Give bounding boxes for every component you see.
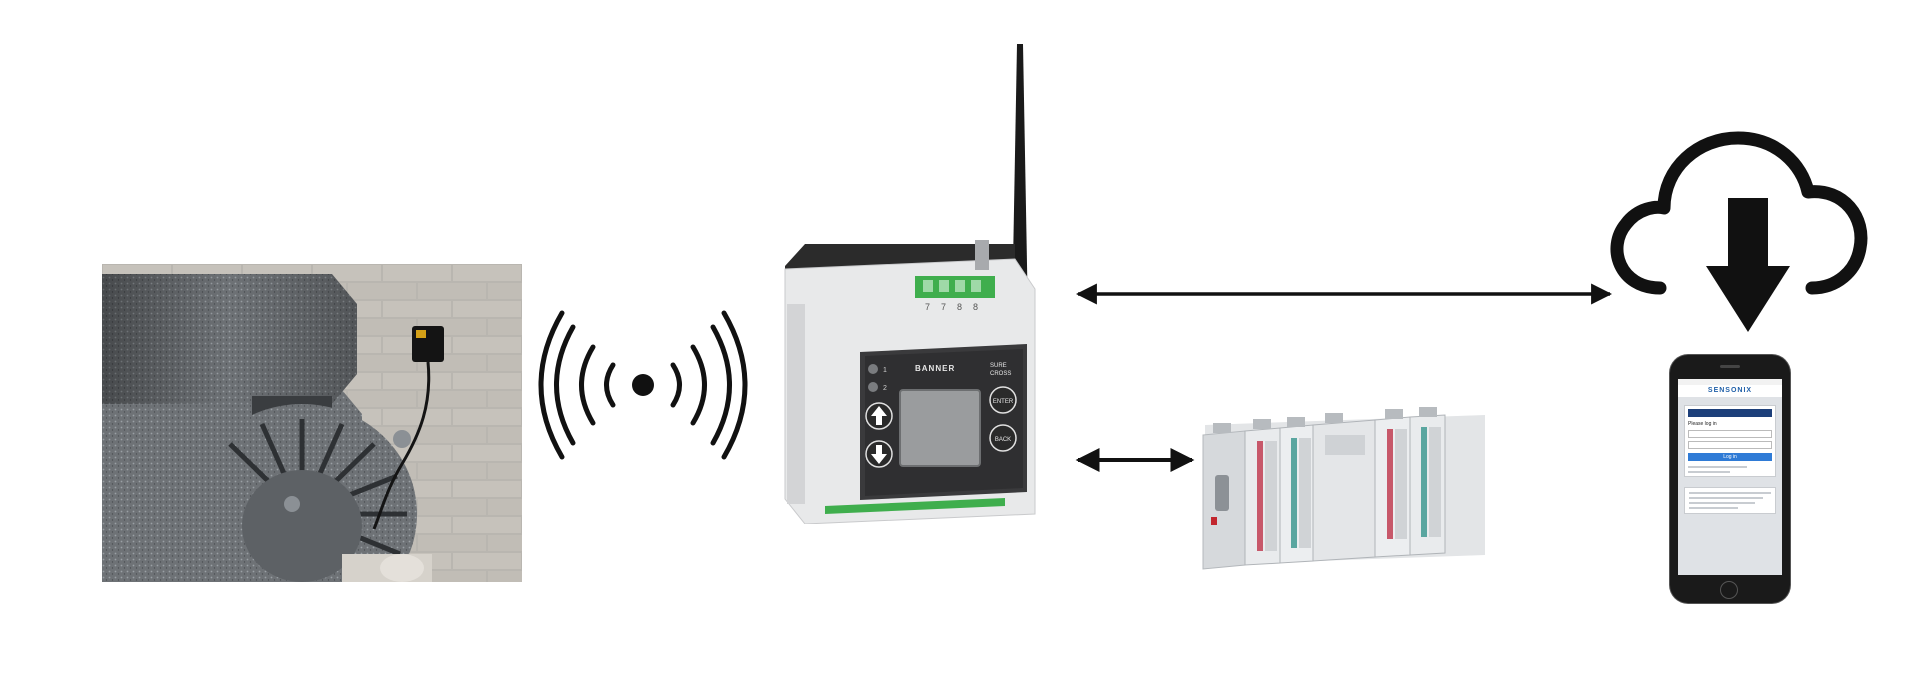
model-label: SURE: [990, 363, 1007, 369]
login-card: Please log in Log in: [1684, 405, 1776, 477]
motor-photo: [102, 264, 522, 582]
home-button[interactable]: [1720, 581, 1738, 599]
smartphone: SENSONIX Please log in Log in: [1670, 355, 1790, 603]
phone-screen: SENSONIX Please log in Log in: [1678, 379, 1782, 575]
terminal-label: 7: [925, 302, 930, 312]
controller-brand: BANNER: [915, 364, 955, 373]
login-header-bar: [1688, 409, 1772, 417]
terminal-label: 7: [941, 302, 946, 312]
arrow-down-icon: [871, 445, 887, 464]
info-card: [1684, 487, 1776, 514]
led-label: 2: [883, 385, 887, 392]
terminal-label: 8: [957, 302, 962, 312]
cloud-download-icon: [1610, 131, 1868, 332]
model-label: CROSS: [990, 371, 1011, 377]
terminal-label: 8: [973, 302, 978, 312]
enter-button[interactable]: ENTER: [989, 386, 1017, 414]
up-arrow-button[interactable]: [865, 402, 893, 430]
down-arrow-button[interactable]: [865, 440, 893, 468]
arrow-up-icon: [871, 406, 887, 425]
password-field[interactable]: [1688, 441, 1772, 449]
username-field[interactable]: [1688, 430, 1772, 438]
led-indicator: [868, 364, 878, 374]
plc-rack: [1202, 407, 1485, 570]
connection-arrows: [1075, 283, 1613, 472]
back-button-label: BACK: [995, 437, 1011, 443]
back-button[interactable]: BACK: [989, 424, 1017, 452]
lcd-display: [899, 389, 981, 467]
login-button[interactable]: Log in: [1688, 453, 1772, 461]
app-brand: SENSONIX: [1678, 385, 1782, 397]
login-heading: Please log in: [1688, 421, 1717, 427]
led-label: 1: [883, 367, 887, 374]
controller-device: 7 7 8 8 BANNER SURE CROSS 1 2 ENTER BACK: [784, 44, 1036, 524]
led-indicator: [868, 382, 878, 392]
phone-speaker: [1720, 365, 1740, 368]
enter-button-label: ENTER: [993, 399, 1014, 405]
wireless-signal-icon: [538, 310, 748, 460]
